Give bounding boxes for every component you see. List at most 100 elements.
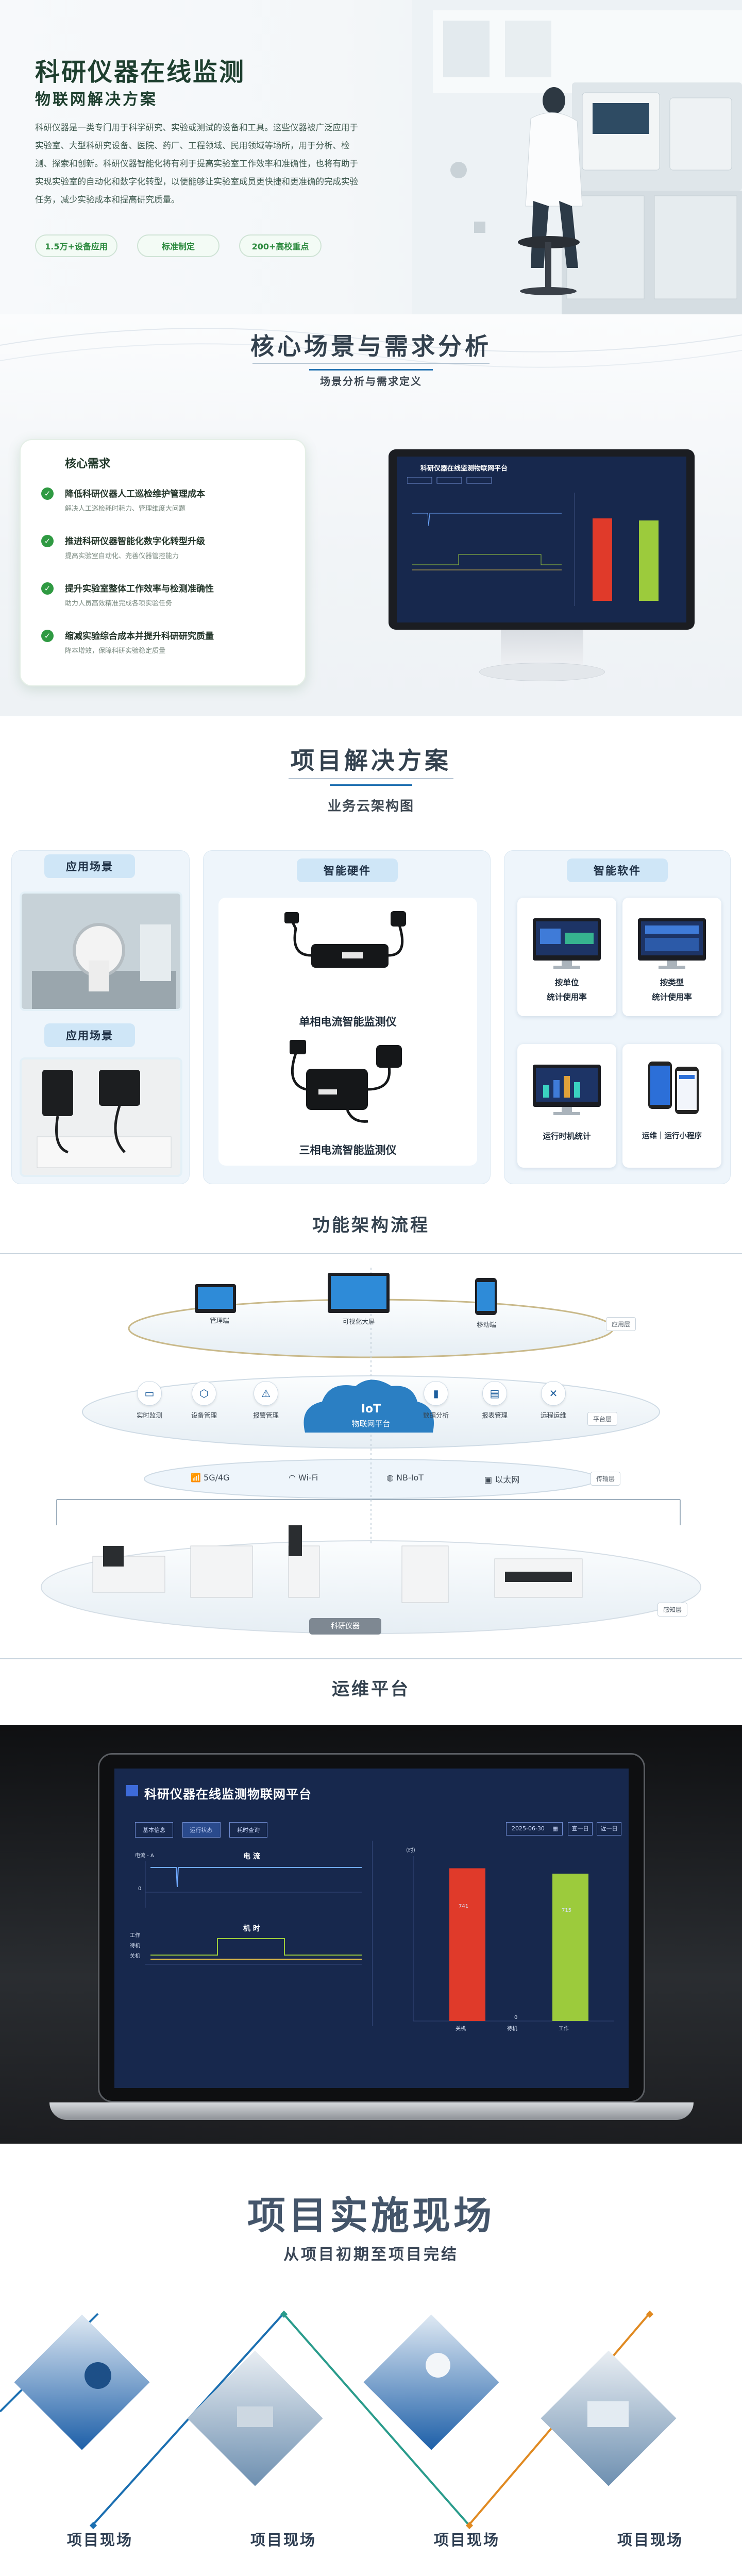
bar-value-standby: 0 — [514, 2015, 518, 2021]
software-tile-1: 按单位 统计使用率 — [517, 898, 616, 1016]
transport-layer-tag: 传输层 — [591, 1472, 621, 1486]
analytics-label: 数据分析 — [423, 1411, 449, 1419]
device-mgmt-label: 设备管理 — [191, 1411, 217, 1419]
ops-screen-title: 科研仪器在线监测物联网平台 — [144, 1787, 312, 1801]
platform-layer-tag: 平台层 — [587, 1412, 618, 1426]
hardware-2-label: 三相电流智能监测仪 — [299, 1144, 397, 1156]
solution-title: 项目解决方案 — [291, 747, 451, 775]
software-3-label: 运行时机统计 — [543, 1132, 591, 1141]
monitor-icon: ▭ — [137, 1381, 162, 1406]
machine-time-chart-title: 机 时 — [243, 1925, 260, 1933]
hero-subtitle: 物联网解决方案 — [35, 91, 158, 109]
sites-subtitle: 从项目初期至项目完结 — [283, 2246, 459, 2264]
bar-work — [552, 1874, 588, 2021]
site-label-2: 项目现场 — [250, 2531, 316, 2549]
state-standby: 待机 — [130, 1943, 140, 1949]
site-label-3: 项目现场 — [433, 2531, 500, 2549]
mobile-label: 移动端 — [477, 1321, 496, 1328]
solution-subtitle: 业务云架构图 — [327, 799, 414, 814]
needs-title: 核心场景与需求分析 — [250, 332, 492, 360]
monitor-title: 科研仪器在线监测物联网平台 — [420, 465, 508, 473]
iot-platform-label: 物联网平台 — [351, 1419, 391, 1428]
site-photo-4 — [541, 2350, 677, 2486]
iot-label: IoT — [361, 1403, 381, 1416]
admin-label: 管理端 — [210, 1317, 229, 1324]
need-title-3: 提升实验室整体工作效率与检测准确性 — [65, 584, 214, 594]
date-value: 2025-06-30 — [512, 1825, 545, 1832]
transport-5g-label: 5G/4G — [204, 1473, 230, 1483]
site-label-4: 项目现场 — [617, 2531, 683, 2549]
monitor-icon — [533, 918, 601, 969]
software-tile-3: 运行时机统计 — [517, 1044, 616, 1168]
node-analytics: ▮ 数据分析 — [415, 1381, 457, 1420]
bar-value-off: 741 — [459, 1904, 469, 1909]
site-photo-2 — [187, 2350, 323, 2486]
cube-icon: ⬡ — [192, 1381, 216, 1406]
hero-description: 科研仪器是一类专门用于科学研究、实验或测试的设备和工具。这些仪器被广泛应用于实验… — [35, 123, 358, 205]
site-photos — [0, 2310, 677, 2530]
sense-layer-tag: 感知层 — [657, 1603, 688, 1617]
software-label: 智能软件 — [567, 858, 668, 882]
tag-universities: 200+高校重点 — [239, 234, 322, 257]
node-remote-ops: ✕ 远程运维 — [533, 1381, 574, 1420]
solution-accent — [330, 784, 412, 786]
bar-y-unit: （时） — [403, 1848, 418, 1854]
socket-photo — [22, 1059, 180, 1175]
laptop-base — [49, 2102, 694, 2120]
need-desc-3: 助力人员高效精准完成各项实验任务 — [65, 600, 173, 608]
report-label: 报表管理 — [481, 1411, 508, 1419]
three-phase-device-icon — [290, 1040, 402, 1123]
tag-standard: 标准制定 — [137, 234, 220, 257]
current-axis-zero: 0 — [138, 1886, 142, 1892]
wifi-icon: ◠ — [289, 1473, 299, 1483]
tab-running-status[interactable]: 运行状态 — [182, 1822, 221, 1838]
transport-wifi-label: Wi-Fi — [298, 1473, 318, 1483]
architecture-diagram — [41, 1268, 701, 1634]
hardware-panel: 单相电流智能监测仪 三相电流智能监测仪 — [218, 898, 477, 1166]
date-picker[interactable]: 2025-06-30▦ — [506, 1822, 563, 1836]
current-chart-title: 电 流 — [243, 1853, 260, 1861]
recent-day-button[interactable]: 近一日 — [597, 1822, 621, 1836]
need-desc-4: 降本增效，保障科研实验稳定质量 — [65, 647, 166, 655]
ops-dashboard: 科研仪器在线监测物联网平台 基本信息 运行状态 耗时查询 2025-06-30▦… — [114, 1769, 629, 2088]
node-mobile: 移动端 — [466, 1319, 507, 1329]
ethernet-icon: ▣ — [484, 1475, 495, 1485]
bar-chart-icon: ▮ — [424, 1381, 448, 1406]
lab-equipment-photo — [22, 894, 180, 1009]
scene-label-2: 应用场景 — [44, 1023, 135, 1047]
monitor-icon — [533, 1065, 601, 1115]
node-device-mgmt: ⬡ 设备管理 — [183, 1381, 225, 1420]
arch-divider — [0, 1253, 742, 1254]
hero-tags: 1.5万+设备应用 标准制定 200+高校重点 — [35, 234, 322, 257]
transport-ethernet: ▣ 以太网 — [484, 1473, 519, 1485]
core-needs-title: 核心需求 — [65, 458, 111, 470]
tab-basic-info[interactable]: 基本信息 — [135, 1822, 173, 1838]
node-realtime: ▭实时监测 — [129, 1381, 170, 1420]
hardware-label: 智能硬件 — [297, 858, 398, 882]
need-title-1: 降低科研仪器人工巡检维护管理成本 — [65, 489, 205, 499]
check-icon: ✓ — [41, 535, 54, 547]
software-2-line1: 按类型 — [660, 978, 684, 987]
scene-photo-1 — [20, 891, 182, 1011]
check-icon: ✓ — [41, 582, 54, 595]
site-photo-3 — [363, 2314, 499, 2450]
ops-tabs: 基本信息 运行状态 耗时查询 — [135, 1822, 275, 1838]
scene-label-1: 应用场景 — [44, 854, 135, 878]
chart-divider — [372, 1841, 373, 2026]
remote-ops-label: 远程运维 — [540, 1411, 566, 1419]
bigscreen-label: 可视化大屏 — [342, 1318, 375, 1325]
software-2-line2: 统计使用率 — [652, 992, 692, 1002]
bar-off — [449, 1868, 485, 2021]
transport-nbiot: ◍ NB-IoT — [386, 1473, 424, 1483]
sites-title: 项目实施现场 — [247, 2194, 495, 2238]
transport-ethernet-label: 以太网 — [495, 1475, 520, 1485]
need-desc-1: 解决人工巡检耗时耗力、管理维度大问题 — [65, 505, 186, 513]
query-day-button[interactable]: 查一日 — [568, 1822, 593, 1836]
software-1-line1: 按单位 — [554, 978, 579, 987]
tools-icon: ✕ — [541, 1381, 566, 1406]
node-admin: 管理端 — [199, 1315, 240, 1325]
tab-time-query[interactable]: 耗时查询 — [229, 1822, 267, 1838]
needs-title-accent — [309, 369, 433, 371]
wave-decoration — [0, 328, 742, 368]
monitor-screen: 科研仪器在线监测物联网平台 — [397, 457, 686, 622]
